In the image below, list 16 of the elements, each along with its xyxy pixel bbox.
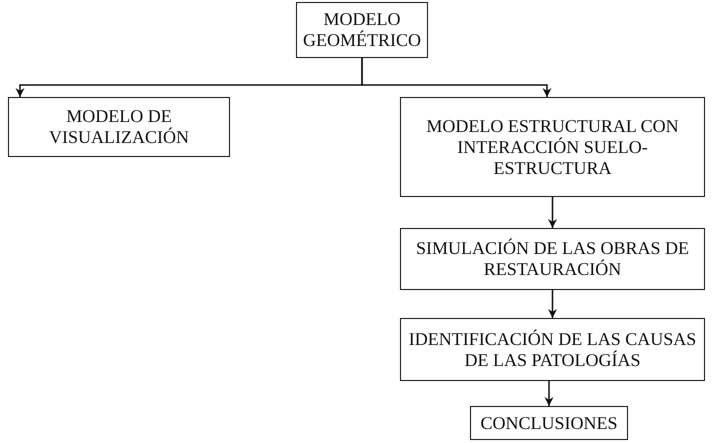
- arrow: [361, 58, 552, 97]
- arrow: [544, 381, 554, 406]
- box-label: MODELO DE VISUALIZACIÓN: [48, 106, 190, 148]
- box-label: MODELO ESTRUCTURAL CON INTERACCIÓN SUELO-ESTRUCTURA: [425, 116, 680, 178]
- arrow: [548, 290, 557, 318]
- process-box: [400, 228, 705, 290]
- process-box: [400, 97, 705, 197]
- process-box: [400, 318, 705, 381]
- process-box: [296, 2, 428, 58]
- process-box: [470, 406, 628, 440]
- box-label: CONCLUSIONES: [480, 412, 618, 434]
- process-box: [8, 97, 230, 157]
- box-label: SIMULACIÓN DE LAS OBRAS DE RESTAURACIÓN: [414, 238, 690, 280]
- box-label: IDENTIFICACIÓN DE LAS CAUSAS DE LAS PATOLOGÍAS: [408, 328, 698, 370]
- box-label: MODELO GEOMÉTRICO: [302, 9, 422, 51]
- arrow: [548, 197, 557, 228]
